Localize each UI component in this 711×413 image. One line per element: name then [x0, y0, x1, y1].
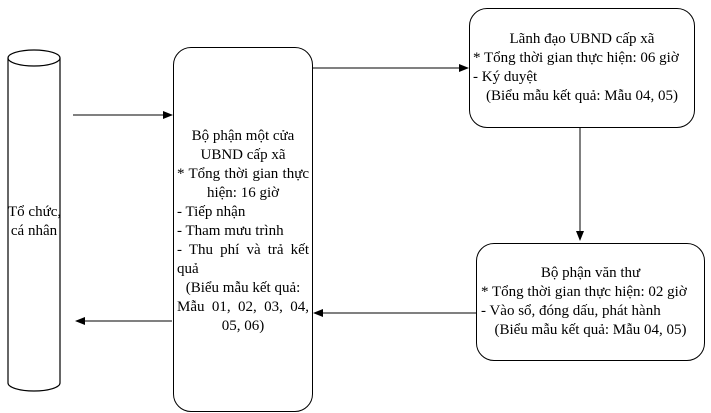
one-stop-forms-line-2: Mẫu 01, 02, 03, 04, — [177, 299, 309, 315]
leader-forms: (Biểu mẫu kết quả: Mẫu 04, 05) — [485, 88, 679, 104]
one-stop-forms-line-3: 05, 06) — [221, 318, 265, 334]
clerk-text: Bộ phận văn thư * Tổng thời gian thực hi… — [478, 264, 703, 340]
clerk-forms: (Biểu mẫu kết quả: Mẫu 04, 05) — [494, 322, 687, 338]
one-stop-time-line-1: * Tổng thời gian thực — [177, 166, 309, 182]
citizen-cylinder — [7, 49, 61, 392]
clerk-box — [476, 243, 705, 361]
one-stop-time-line-2: hiện: 16 giờ — [206, 185, 280, 201]
one-stop-department-text: Bộ phận một cửa UBND cấp xã * Tổng thời … — [177, 127, 309, 336]
leader-title: Lãnh đạo UBND cấp xã — [509, 31, 655, 47]
leader-box — [469, 8, 695, 128]
clerk-time: * Tổng thời gian thực hiện: 02 giờ — [481, 284, 687, 300]
clerk-step: - Vào sổ, đóng dấu, phát hành — [481, 303, 661, 319]
one-stop-title-line-1: Bộ phận một cửa — [191, 128, 295, 144]
leader-time: * Tổng thời gian thực hiện: 06 giờ — [473, 50, 679, 66]
one-stop-step-receive: - Tiếp nhận — [177, 204, 246, 220]
one-stop-step-fee-line-2: quả — [177, 261, 199, 277]
citizen-label-line-1: Tổ chức, — [8, 204, 62, 220]
one-stop-forms-line-1: (Biểu mẫu kết quả: — [185, 280, 301, 296]
leader-step: - Ký duyệt — [473, 69, 538, 85]
citizen-label: Tổ chức, cá nhân — [8, 203, 62, 241]
leader-text: Lãnh đạo UBND cấp xã * Tổng thời gian th… — [471, 30, 693, 106]
citizen-label-line-2: cá nhân — [10, 223, 58, 239]
one-stop-department-box — [173, 47, 313, 412]
clerk-title: Bộ phận văn thư — [540, 265, 641, 281]
one-stop-step-advise: - Tham mưu trình — [177, 223, 284, 239]
one-stop-title-line-2: UBND cấp xã — [200, 147, 286, 163]
one-stop-step-fee-line-1: - Thu phí và trả kết — [177, 242, 309, 258]
